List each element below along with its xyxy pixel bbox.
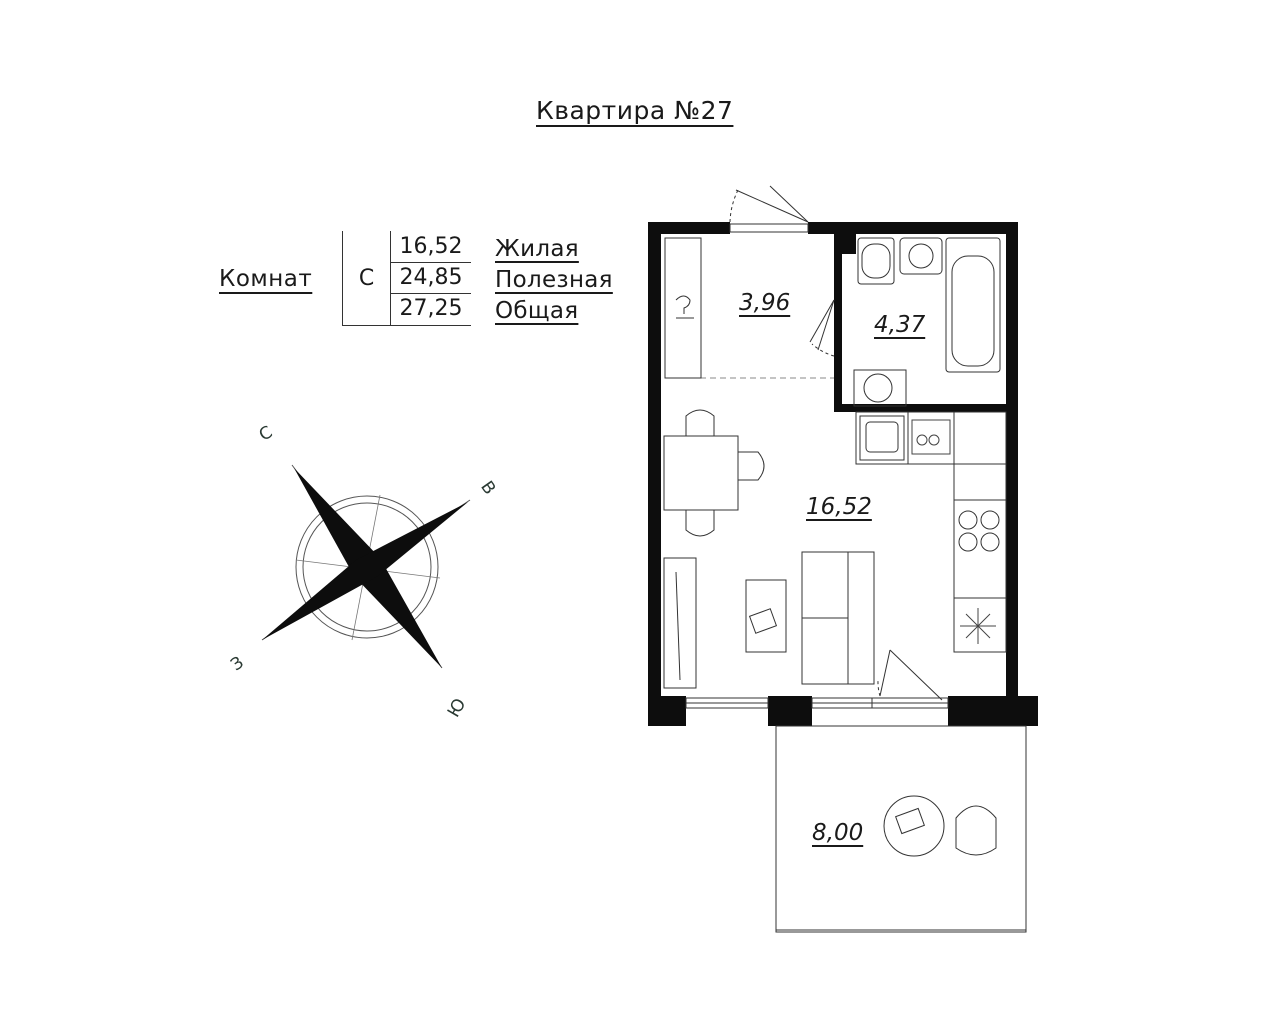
rooms-label: Комнат (219, 266, 313, 292)
compass-rose (261, 464, 471, 669)
room-area-balcony: 8,00 (812, 820, 864, 846)
area-living-value: 16,52 (391, 231, 471, 263)
dining-table (663, 409, 765, 537)
wardrobe (664, 237, 702, 379)
coffee-table (745, 579, 787, 653)
bathroom-door (809, 299, 835, 357)
sofa (801, 551, 875, 685)
windows (685, 223, 949, 709)
room-area-bathroom: 4,37 (874, 312, 926, 338)
bathroom-fixtures (853, 237, 1001, 407)
area-living-name: Жилая (495, 236, 579, 262)
tv-stand (663, 557, 697, 689)
entrance-door (729, 185, 809, 223)
room-area-living: 16,52 (806, 494, 872, 520)
room-type: С (343, 231, 391, 325)
area-useful-value: 24,85 (391, 262, 471, 294)
apartment-title: Квартира №27 (536, 96, 734, 125)
kitchen-unit (855, 411, 1007, 653)
room-area-hall: 3,96 (739, 290, 791, 316)
balcony-door (877, 649, 943, 701)
area-useful-name: Полезная (495, 267, 613, 293)
balcony (775, 725, 1027, 933)
walls (648, 222, 1038, 726)
area-table: С 16,52 24,85 27,25 (342, 231, 471, 326)
area-total-name: Общая (495, 298, 579, 324)
area-total-value: 27,25 (399, 296, 463, 321)
